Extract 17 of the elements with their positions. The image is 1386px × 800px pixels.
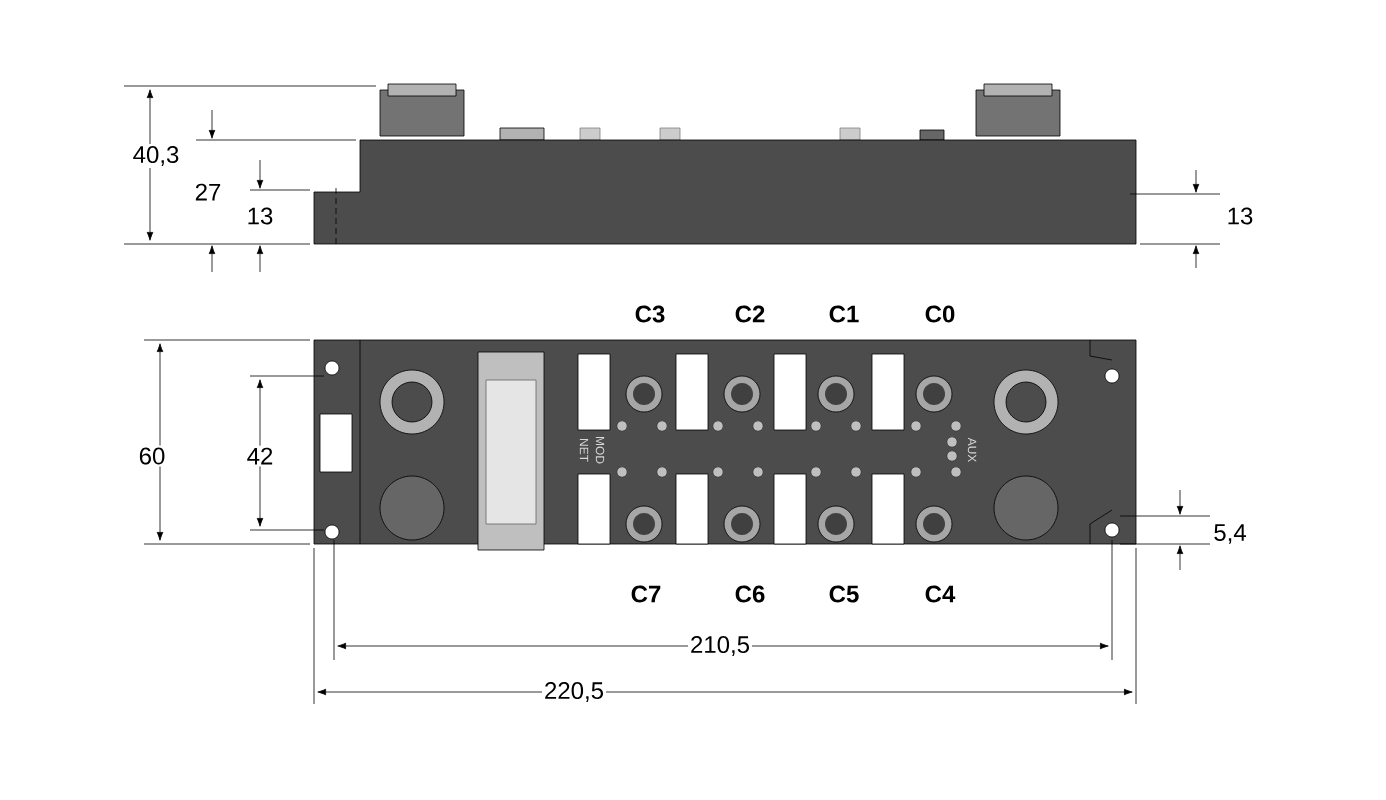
port-label: C0	[925, 305, 955, 323]
dimension-label: 13	[1224, 205, 1256, 227]
port-label: C5	[829, 585, 859, 603]
port-label: C2	[735, 305, 765, 323]
port-label: C6	[735, 585, 765, 603]
dimension-label: 42	[244, 445, 276, 467]
dimension-label: 13	[244, 205, 276, 227]
port-label: C1	[829, 305, 859, 323]
port-label: C4	[925, 585, 956, 603]
port-label: C3	[635, 305, 665, 323]
dimension-label: 40,3	[130, 144, 182, 168]
dimension-label: 60	[136, 445, 168, 467]
dimension-label: 220,5	[542, 680, 607, 704]
port-label: C7	[631, 585, 661, 603]
dimension-label: 5,4	[1211, 522, 1249, 546]
dimension-label: 210,5	[688, 634, 753, 658]
dimension-label: 27	[192, 181, 224, 203]
